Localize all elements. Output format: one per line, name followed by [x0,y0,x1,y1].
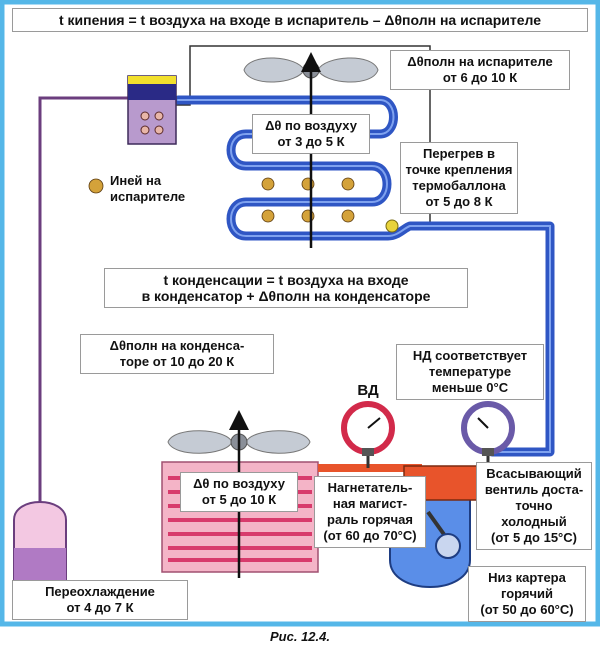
capillary-line [176,45,431,228]
hp-gauge [341,401,395,456]
hp-gauge-label: ВД [357,382,379,399]
cond-dtheta-label: Δθполн на конденса-торе от 10 до 20 К [80,334,274,374]
lp-gauge [461,401,515,456]
liquid-line [38,96,128,520]
thermobulb [385,219,399,233]
condenser-fan [167,430,311,454]
boiling-formula: t кипения = t воздуха на входе в испарит… [12,8,588,32]
receiver [13,501,67,583]
evaporator-coil-highlight [177,99,551,453]
figure-caption: Рис. 12.4. [270,629,330,644]
expansion-valve [127,75,177,145]
discharge-label: Нагнетатель-ная магист- раль горячая(от … [314,476,426,548]
